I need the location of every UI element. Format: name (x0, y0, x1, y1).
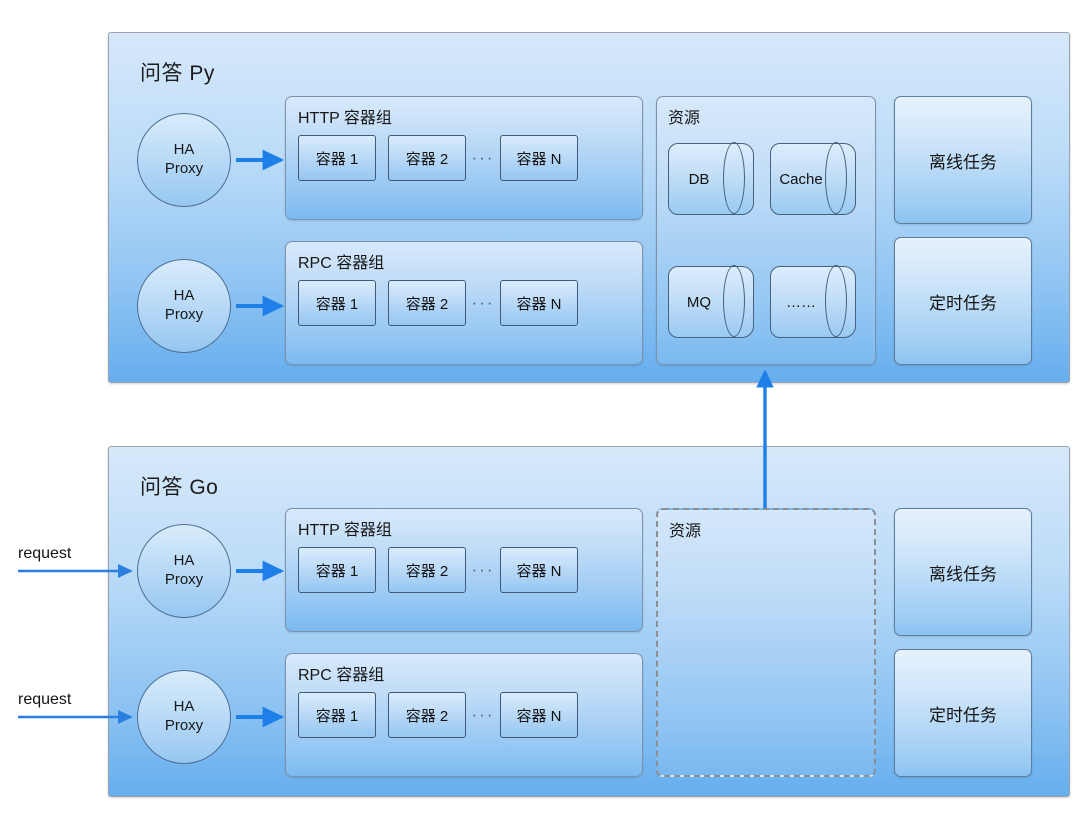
container-box[interactable]: 容器 2 (388, 692, 466, 738)
container-box[interactable]: 容器 N (500, 692, 578, 738)
panel-title-go: 问答 Go (140, 476, 219, 499)
resource-cylinder-cache[interactable]: Cache (770, 141, 856, 215)
task-box-scheduled-py[interactable]: 定时任务 (894, 237, 1032, 365)
container-group-go-http[interactable]: HTTP 容器组 容器 1 容器 2 ··· 容器 N (285, 508, 643, 632)
ellipsis-icon: ··· (471, 560, 495, 579)
cylinder-label: …… (786, 293, 816, 311)
group-title: RPC 容器组 (298, 667, 385, 684)
ha-proxy-go-rpc[interactable]: HA Proxy (137, 670, 231, 764)
group-title: HTTP 容器组 (298, 522, 392, 539)
container-box[interactable]: 容器 1 (298, 280, 376, 326)
container-box[interactable]: 容器 2 (388, 135, 466, 181)
ellipsis-icon: ··· (471, 293, 495, 312)
resource-cylinder-db[interactable]: DB (668, 141, 754, 215)
container-box[interactable]: 容器 1 (298, 547, 376, 593)
ellipsis-icon: ··· (471, 148, 495, 167)
container-box[interactable]: 容器 1 (298, 692, 376, 738)
cylinder-label: MQ (686, 293, 712, 311)
request-label-http: request (18, 545, 72, 562)
container-row: 容器 1 容器 2 ··· 容器 N (298, 135, 630, 181)
ha-proxy-label-line1: HA (173, 141, 195, 159)
ha-proxy-label-line2: Proxy (164, 160, 204, 177)
resource-title: 资源 (669, 523, 702, 540)
container-group-py-http[interactable]: HTTP 容器组 容器 1 容器 2 ··· 容器 N (285, 96, 643, 220)
ellipsis-icon: ··· (471, 705, 495, 724)
container-box[interactable]: 容器 1 (298, 135, 376, 181)
container-row: 容器 1 容器 2 ··· 容器 N (298, 547, 630, 593)
group-title: RPC 容器组 (298, 255, 385, 272)
task-box-offline-go[interactable]: 离线任务 (894, 508, 1032, 636)
group-title: HTTP 容器组 (298, 110, 392, 127)
resource-cylinder-more[interactable]: …… (770, 264, 856, 338)
ha-proxy-py-rpc[interactable]: HA Proxy (137, 259, 231, 353)
container-row: 容器 1 容器 2 ··· 容器 N (298, 692, 630, 738)
container-box[interactable]: 容器 2 (388, 547, 466, 593)
cylinder-label: DB (688, 170, 710, 188)
cylinder-cap (723, 264, 745, 337)
ha-proxy-py-http[interactable]: HA Proxy (137, 113, 231, 207)
task-box-scheduled-go[interactable]: 定时任务 (894, 649, 1032, 777)
container-group-go-rpc[interactable]: RPC 容器组 容器 1 容器 2 ··· 容器 N (285, 653, 643, 777)
task-box-offline-py[interactable]: 离线任务 (894, 96, 1032, 224)
cylinder-label: Cache (779, 170, 823, 188)
resource-title: 资源 (668, 110, 701, 127)
resource-panel-go[interactable]: 资源 (656, 508, 876, 777)
container-row: 容器 1 容器 2 ··· 容器 N (298, 280, 630, 326)
ha-proxy-label-line1: HA (173, 287, 195, 305)
ha-proxy-label-line2: Proxy (164, 306, 204, 323)
ha-proxy-label-line1: HA (173, 552, 195, 570)
cylinder-cap (825, 141, 847, 214)
container-group-py-rpc[interactable]: RPC 容器组 容器 1 容器 2 ··· 容器 N (285, 241, 643, 365)
cylinder-cap (723, 141, 745, 214)
ha-proxy-label-line1: HA (173, 698, 195, 716)
container-box[interactable]: 容器 N (500, 547, 578, 593)
ha-proxy-label-line2: Proxy (164, 571, 204, 588)
container-box[interactable]: 容器 N (500, 135, 578, 181)
panel-title-py: 问答 Py (140, 62, 215, 85)
ha-proxy-label-line2: Proxy (164, 717, 204, 734)
request-label-rpc: request (18, 691, 72, 708)
resource-cylinder-mq[interactable]: MQ (668, 264, 754, 338)
container-box[interactable]: 容器 N (500, 280, 578, 326)
ha-proxy-go-http[interactable]: HA Proxy (137, 524, 231, 618)
cylinder-cap (825, 264, 847, 337)
container-box[interactable]: 容器 2 (388, 280, 466, 326)
